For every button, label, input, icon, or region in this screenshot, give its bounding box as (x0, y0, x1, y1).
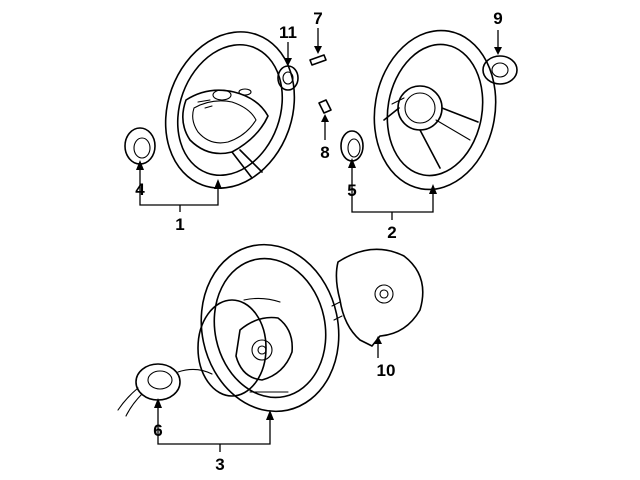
callout-2: 2 (387, 223, 396, 242)
part-7-clip (309, 54, 327, 66)
steering-wheel-1 (164, 31, 296, 189)
callout-labels: 1 2 3 4 5 6 7 8 9 10 11 (135, 9, 502, 474)
part-8-clip (318, 99, 332, 114)
callout-6: 6 (153, 421, 162, 440)
callout-10: 10 (377, 361, 396, 380)
callout-4: 4 (135, 180, 145, 199)
steering-wheel-3 (197, 243, 340, 413)
callout-8: 8 (320, 143, 329, 162)
callout-5: 5 (347, 181, 356, 200)
part-6-clockspring (117, 363, 213, 417)
airbag-module-10 (331, 248, 424, 347)
callout-9: 9 (493, 9, 502, 28)
part-9-emblem (482, 55, 518, 85)
callout-7: 7 (313, 9, 322, 28)
steering-wheel-2 (373, 29, 497, 191)
callout-11: 11 (279, 23, 297, 42)
leader-lines (136, 28, 502, 452)
part-4-cover (124, 127, 156, 165)
part-5-cover (340, 130, 364, 162)
callout-1: 1 (175, 215, 184, 234)
part-11-emblem (277, 65, 299, 91)
callout-3: 3 (215, 455, 224, 474)
